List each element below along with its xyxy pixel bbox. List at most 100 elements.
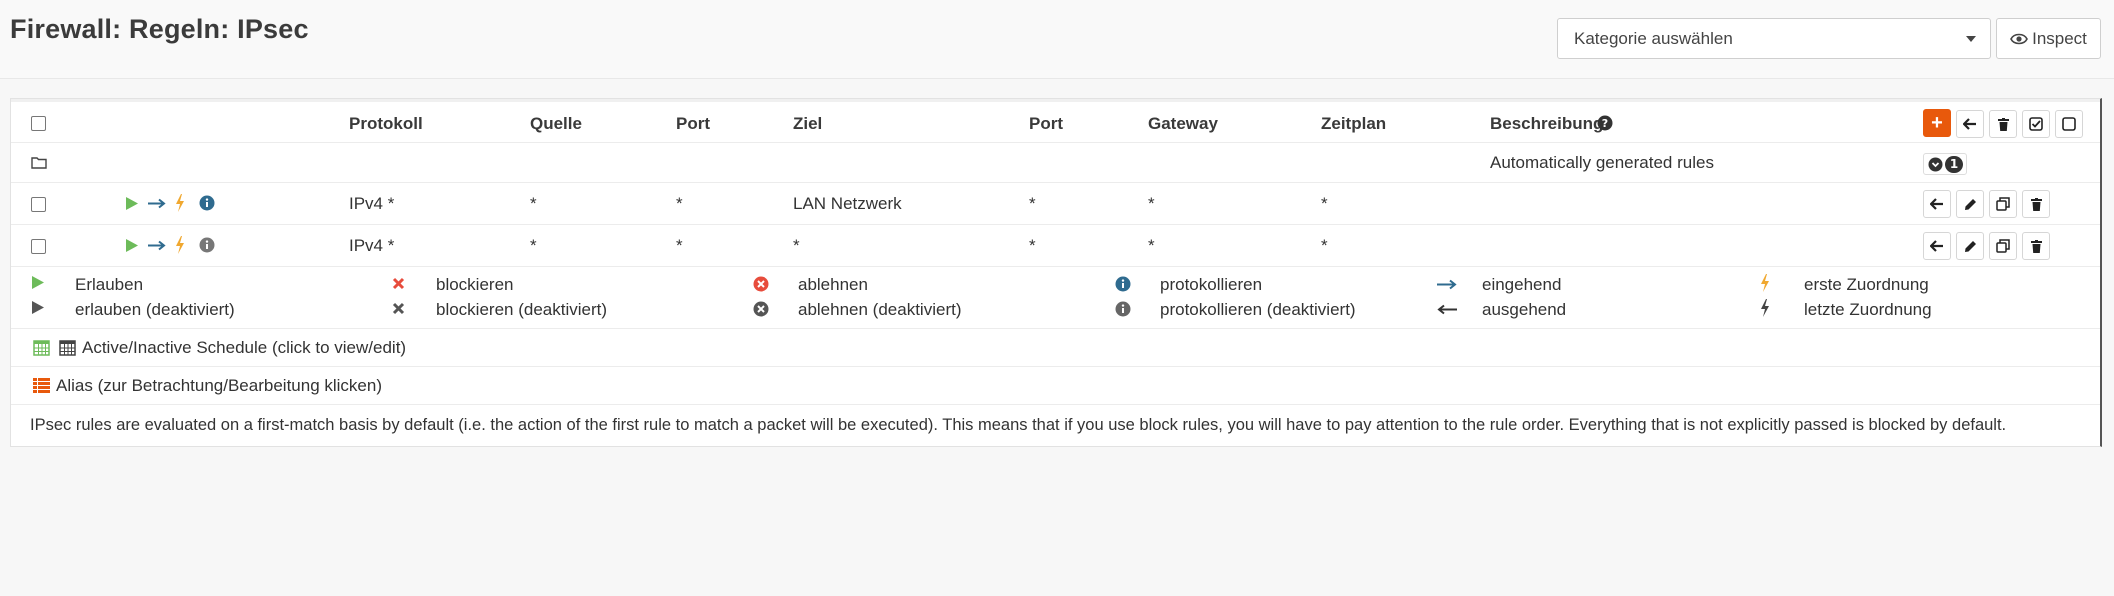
delete-rule-button[interactable]: [2022, 190, 2050, 218]
trash-icon: [1997, 117, 2009, 131]
table-row[interactable]: IPv4 * * * LAN Netzwerk * * *: [11, 183, 2100, 225]
bolt-icon: [176, 236, 184, 254]
times-circle-disabled-icon: [753, 301, 769, 317]
rule-destination-port: *: [1029, 236, 1036, 255]
legend-out: ausgehend: [1482, 300, 1567, 319]
play-disabled-icon: [32, 301, 44, 314]
col-protocol: Protokoll: [349, 114, 423, 133]
trash-icon: [2030, 197, 2042, 211]
alias-legend-text: Alias (zur Betrachtung/Bearbeitung klick…: [56, 376, 382, 395]
calendar-inactive-icon: [59, 340, 76, 356]
legend-last-match: letzte Zuordnung: [1804, 300, 1932, 319]
group-description: Automatically generated rules: [1490, 153, 1714, 172]
legend-pass: Erlauben: [75, 275, 144, 294]
calendar-active-icon: [33, 340, 50, 356]
times-icon: [392, 277, 405, 290]
add-rule-button[interactable]: +: [1923, 109, 1951, 137]
info-circle-icon: [1115, 276, 1131, 292]
rule-checkbox[interactable]: [31, 239, 46, 254]
times-disabled-icon: [392, 302, 405, 315]
move-rules-button[interactable]: [1956, 110, 1984, 138]
clone-icon: [1996, 239, 2010, 253]
legend-in: eingehend: [1482, 275, 1562, 294]
list-icon: [33, 378, 50, 393]
col-source-port: Port: [676, 114, 710, 133]
rule-destination: *: [793, 236, 800, 255]
page-header: Firewall: Regeln: IPsec Kategorie auswäh…: [0, 0, 2114, 79]
col-schedule: Zeitplan: [1321, 114, 1387, 133]
arrow-left-icon: [1437, 304, 1457, 315]
arrow-left-icon: [1930, 240, 1943, 252]
enable-rules-button[interactable]: [2022, 110, 2050, 138]
schedule-legend-text: Active/Inactive Schedule (click to view/…: [82, 338, 407, 357]
chevron-down-icon: [1966, 36, 1976, 42]
pencil-icon: [1964, 240, 1976, 252]
col-description: Beschreibung: [1490, 114, 1604, 133]
select-all-checkbox[interactable]: [31, 116, 46, 131]
category-select-value: Kategorie auswählen: [1574, 29, 1733, 48]
delete-rule-button[interactable]: [2022, 232, 2050, 260]
legend-log: protokollieren: [1160, 275, 1263, 294]
arrow-right-icon: [1437, 279, 1457, 290]
expand-group-button[interactable]: 1: [1923, 153, 1967, 175]
legend-pass-disabled: erlauben (deaktiviert): [75, 300, 235, 319]
arrow-left-icon: [1963, 118, 1976, 130]
rule-protocol: IPv4 *: [349, 194, 395, 213]
col-destination-port: Port: [1029, 114, 1063, 133]
rule-gateway: *: [1148, 194, 1155, 213]
rule-source-port: *: [676, 236, 683, 255]
rule-schedule: *: [1321, 194, 1328, 213]
legend-first-match: erste Zuordnung: [1804, 275, 1929, 294]
info-circle-icon[interactable]: [199, 237, 215, 253]
schedule-legend[interactable]: Active/Inactive Schedule (click to view/…: [11, 329, 2100, 367]
inspect-button[interactable]: Inspect: [1996, 18, 2101, 59]
rule-destination: LAN Netzwerk: [793, 194, 902, 213]
play-icon: [32, 276, 44, 289]
times-circle-icon: [753, 276, 769, 292]
play-icon[interactable]: [125, 238, 139, 253]
rule-group-row[interactable]: Automatically generated rules 1: [11, 143, 2100, 183]
rule-source-port: *: [676, 194, 683, 213]
table-header: Protokoll Quelle Port Ziel Port Gateway …: [11, 99, 2100, 143]
trash-icon: [2030, 239, 2042, 253]
clone-rule-button[interactable]: [1989, 232, 2017, 260]
legend-reject: ablehnen: [798, 275, 868, 294]
page-title: Firewall: Regeln: IPsec: [10, 14, 309, 44]
question-circle-icon[interactable]: ?: [1597, 115, 1613, 131]
disable-rules-button[interactable]: [2055, 110, 2083, 138]
col-gateway: Gateway: [1148, 114, 1218, 133]
rule-source: *: [530, 194, 537, 213]
edit-rule-button[interactable]: [1956, 232, 1984, 260]
rule-protocol: IPv4 *: [349, 236, 395, 255]
info-circle-icon[interactable]: [199, 195, 215, 211]
rules-panel: Protokoll Quelle Port Ziel Port Gateway …: [10, 98, 2102, 447]
inspect-label: Inspect: [2032, 28, 2087, 48]
move-rule-button[interactable]: [1923, 190, 1951, 218]
arrow-left-icon: [1930, 198, 1943, 210]
rules-note: IPsec rules are evaluated on a first-mat…: [11, 405, 2100, 447]
arrow-right-icon: [148, 240, 166, 251]
rule-destination-port: *: [1029, 194, 1036, 213]
col-destination: Ziel: [793, 114, 823, 133]
col-source: Quelle: [530, 114, 582, 133]
table-row[interactable]: IPv4 * * * * * * *: [11, 225, 2100, 267]
delete-rules-button[interactable]: [1989, 110, 2017, 138]
arrow-right-icon: [148, 198, 166, 209]
play-icon[interactable]: [125, 196, 139, 211]
rule-checkbox[interactable]: [31, 197, 46, 212]
bolt-icon: [176, 194, 184, 212]
square-icon: [2062, 117, 2076, 131]
legend-log-disabled: protokollieren (deaktiviert): [1160, 300, 1356, 319]
legend-reject-disabled: ablehnen (deaktiviert): [798, 300, 962, 319]
alias-legend[interactable]: Alias (zur Betrachtung/Bearbeitung klick…: [11, 367, 2100, 405]
folder-icon: [31, 157, 47, 169]
group-count-badge: 1: [1945, 156, 1963, 173]
bolt-disabled-icon: [1761, 299, 1769, 317]
edit-rule-button[interactable]: [1956, 190, 1984, 218]
legend-block: blockieren: [436, 275, 514, 294]
check-square-icon: [2029, 117, 2043, 131]
chevron-down-circle-icon: [1928, 157, 1943, 172]
category-select[interactable]: Kategorie auswählen: [1557, 18, 1991, 59]
clone-rule-button[interactable]: [1989, 190, 2017, 218]
move-rule-button[interactable]: [1923, 232, 1951, 260]
